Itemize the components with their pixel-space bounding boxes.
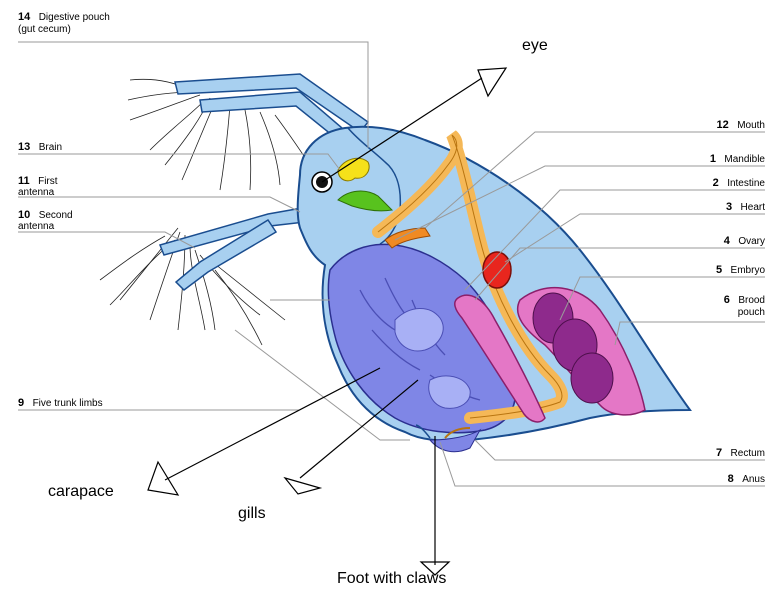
label-trunk-limbs: 9 Five trunk limbs bbox=[18, 393, 103, 410]
label-intestine: 2 Intestine bbox=[713, 173, 766, 190]
label-embryo: 5 Embryo bbox=[716, 260, 765, 277]
label-mouth: 12 Mouth bbox=[717, 115, 766, 132]
annotation-eye: eye bbox=[522, 37, 548, 54]
label-mandible: 1 Mandible bbox=[710, 149, 766, 166]
carapace-arrow bbox=[148, 368, 380, 495]
label-anus: 8 Anus bbox=[728, 469, 765, 486]
label-digestive-pouch: 14 Digestive pouch bbox=[18, 7, 110, 24]
annotation-gills: gills bbox=[238, 505, 266, 522]
heart-shape bbox=[483, 252, 511, 288]
gills-arrow bbox=[285, 380, 418, 494]
label-second-antenna: 10 Second bbox=[18, 205, 73, 222]
label-heart: 3 Heart bbox=[726, 197, 765, 214]
label-ovary: 4 Ovary bbox=[724, 231, 765, 248]
label-first-antenna: 11 First bbox=[18, 171, 58, 188]
label-brain: 13 Brain bbox=[18, 137, 62, 154]
label-brood-pouch: 6 Brood bbox=[724, 290, 765, 307]
label-first-antenna-line2: antenna bbox=[18, 187, 55, 198]
label-second-antenna-line2: antenna bbox=[18, 221, 55, 232]
label-rectum: 7 Rectum bbox=[716, 443, 765, 460]
label-digestive-pouch-line2: (gut cecum) bbox=[18, 24, 71, 35]
annotation-foot: Foot with claws bbox=[337, 570, 446, 587]
annotation-carapace: carapace bbox=[48, 483, 114, 500]
label-brood-pouch-line2: pouch bbox=[738, 307, 765, 318]
